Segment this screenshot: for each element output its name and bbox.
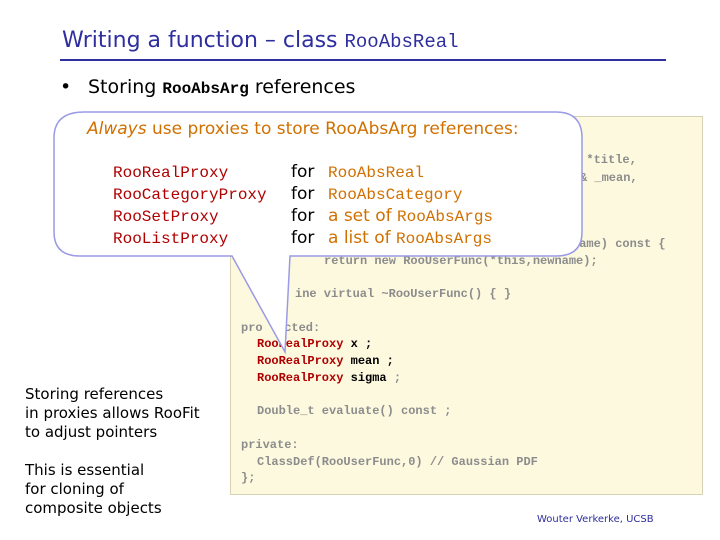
code-line-protected: pro cted: [241,321,321,335]
side-note-line: Storing references [25,385,164,403]
proxy-class-name: RooRealProxy [113,164,229,182]
code-line-return: return new RooUserFunc(*this,newname); [324,254,598,268]
code-member-type: RooRealProxy [257,354,344,368]
side-note-line: for cloning of [25,480,124,498]
callout-heading-emphasis: Always [87,119,147,139]
bullet-dot-icon: • [60,76,72,98]
code-member-name: mean ; [350,354,394,368]
code-line-title: r *title, [572,153,637,167]
code-member-type: RooRealProxy [257,371,344,385]
slide-title-class: RooAbsReal [344,31,459,53]
code-line-classdef: ClassDef(RooUserFunc,0) // Gaussian PDF [257,455,538,469]
code-line-destructor: ine virtual ~RooUserFunc() { } [295,287,512,301]
proxy-description: a list of RooAbsArgs [328,228,492,248]
slide-title: Writing a function – class RooAbsReal [62,28,459,53]
code-line-mean: & _mean, [580,171,638,185]
proxy-desc-code: RooAbsArgs [395,230,492,248]
code-member-name: x ; [350,337,373,351]
title-underline [60,59,666,61]
proxy-class-name: RooCategoryProxy [113,186,267,204]
proxy-description: a set of RooAbsArgs [328,206,493,226]
callout-heading: Always use proxies to store RooAbsArg re… [87,119,519,139]
proxy-for-label: for [291,228,315,248]
proxy-class-name: RooSetProxy [113,208,219,226]
proxy-for-label: for [291,184,315,204]
proxy-desc-prefix: a set of [328,206,397,226]
code-member-tail: ; [386,371,402,385]
proxy-desc-code: RooAbsArgs [397,208,494,226]
proxy-class-name: RooListProxy [113,230,229,248]
code-line-end: }; [241,471,256,485]
slide-title-text: Writing a function – class [62,28,345,53]
code-line-private: private: [241,438,299,452]
code-member-mean: RooRealProxy mean ; [257,353,394,370]
side-note-line: This is essential [25,461,145,479]
side-note-line: in proxies allows RooFit [25,404,200,422]
proxy-desc-prefix: a list of [328,228,396,248]
code-member-x: RooRealProxy x ; [257,336,372,353]
footer-author: Wouter Verkerke, UCSB [537,514,654,525]
code-member-sigma: RooRealProxy sigma ; [257,370,401,387]
code-member-name: sigma [350,371,387,385]
proxy-description: RooAbsCategory [328,184,462,204]
side-note-proxies: Storing references in proxies allows Roo… [25,385,200,442]
callout-heading-text: use proxies to store RooAbsArg reference… [146,119,519,139]
code-member-type: RooRealProxy [257,337,344,351]
bullet-text-before: Storing [88,76,163,98]
proxy-desc-code: RooAbsReal [328,164,425,182]
proxy-for-label: for [291,162,315,182]
bullet-code: RooAbsArg [162,80,249,98]
bullet-item: • Storing RooAbsArg references [60,76,355,98]
proxy-for-label: for [291,206,315,226]
side-note-line: composite objects [25,499,162,517]
proxy-description: RooAbsReal [328,162,424,182]
code-line-evaluate: Double_t evaluate() const ; [257,404,452,418]
code-line-clone: name) const { [572,237,666,251]
side-note-cloning: This is essential for cloning of composi… [25,461,162,518]
side-note-line: to adjust pointers [25,423,158,441]
bullet-text-after: references [248,76,356,98]
proxy-desc-code: RooAbsCategory [328,186,463,204]
